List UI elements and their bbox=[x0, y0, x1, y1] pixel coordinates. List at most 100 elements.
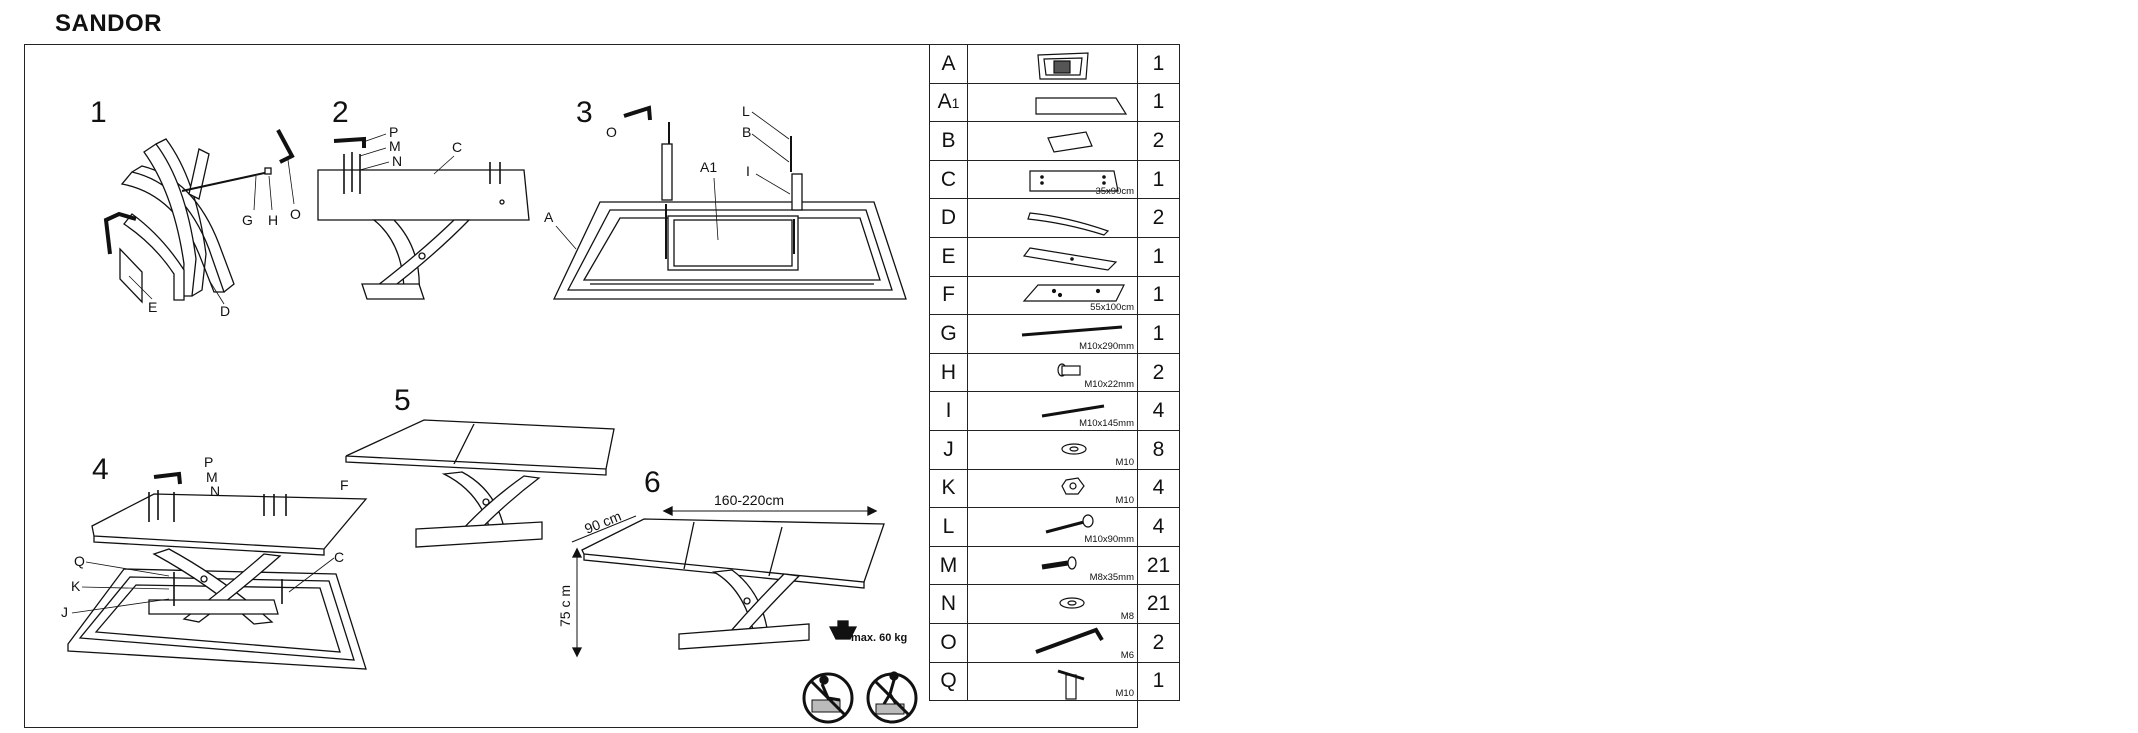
part-image-cell: M10x22mm bbox=[967, 352, 1138, 393]
callout-label: A1 bbox=[700, 159, 717, 175]
assembly-drawings: 1 G H O E D 2 bbox=[24, 44, 929, 728]
part-quantity: 2 bbox=[1152, 360, 1165, 384]
part-letter: F bbox=[942, 283, 955, 307]
part-letter-cell: L bbox=[929, 507, 968, 547]
callout-label: I bbox=[746, 163, 750, 179]
part-quantity: 4 bbox=[1152, 476, 1165, 500]
part-image-cell: M10 bbox=[967, 468, 1138, 509]
part-image-cell: M10 bbox=[967, 429, 1138, 470]
step-4-illustration: 4 P M N F Q K J C bbox=[61, 453, 368, 670]
part-letter: O bbox=[940, 630, 957, 654]
hex-nut-icon bbox=[1061, 476, 1085, 495]
allen-key-o-icon bbox=[276, 129, 295, 164]
part-spec: M8x35mm bbox=[1089, 572, 1134, 584]
part-spec: M10 bbox=[1115, 688, 1134, 700]
part-letter: K bbox=[941, 476, 956, 500]
step-3-illustration: 3 O A1 A L B I bbox=[544, 96, 907, 300]
part-letter: D bbox=[940, 206, 957, 230]
part-spec: M10x290mm bbox=[1079, 340, 1134, 352]
part-image-cell bbox=[967, 198, 1138, 238]
callout-label: A bbox=[544, 209, 554, 225]
washer-icon bbox=[1061, 443, 1087, 455]
part-spec: M10 bbox=[1115, 495, 1134, 507]
part-quantity: 4 bbox=[1152, 514, 1165, 538]
callout-label: D bbox=[220, 303, 230, 319]
callout-label: E bbox=[148, 299, 157, 315]
part-letter-sub: 1 bbox=[951, 95, 960, 112]
part-quantity-cell: 4 bbox=[1137, 468, 1180, 509]
part-quantity-cell: 2 bbox=[1137, 198, 1180, 238]
part-quantity: 1 bbox=[1152, 669, 1165, 693]
part-letter-cell: K bbox=[929, 468, 968, 509]
part-letter-cell: C bbox=[929, 159, 968, 200]
max-load-label: max. 60 kg bbox=[851, 632, 907, 644]
callout-label: 3 bbox=[576, 96, 593, 129]
part-spec: M10x22mm bbox=[1084, 379, 1134, 391]
callout-label: Q bbox=[74, 553, 85, 569]
part-quantity-cell: 1 bbox=[1137, 314, 1180, 354]
part-letter-cell: H bbox=[929, 352, 968, 393]
part-letter: M bbox=[939, 553, 958, 577]
part-quantity: 2 bbox=[1152, 206, 1165, 230]
part-letter-cell: B bbox=[929, 121, 968, 161]
part-spec: M10x90mm bbox=[1084, 533, 1134, 545]
part-image-cell bbox=[967, 44, 1138, 84]
callout-label: J bbox=[61, 604, 68, 620]
callout-label: K bbox=[71, 578, 81, 594]
part-image-cell bbox=[967, 121, 1138, 161]
extension-panel-icon bbox=[1035, 96, 1128, 115]
part-quantity: 1 bbox=[1152, 321, 1165, 345]
part-quantity: 8 bbox=[1152, 437, 1165, 461]
part-quantity-cell: 1 bbox=[1137, 159, 1180, 200]
no-sitting-icon bbox=[802, 672, 854, 724]
part-letter: B bbox=[941, 128, 956, 152]
parts-row: M M8x35mm 21 bbox=[929, 545, 1180, 586]
parts-row: K M10 4 bbox=[929, 468, 1180, 509]
part-quantity-cell: 4 bbox=[1137, 507, 1180, 547]
part-quantity: 21 bbox=[1146, 553, 1171, 577]
part-spec: M8 bbox=[1120, 610, 1134, 622]
part-quantity-cell: 1 bbox=[1137, 82, 1180, 123]
part-letter-cell: J bbox=[929, 429, 968, 470]
step-1-illustration: 1 G H O E D bbox=[90, 96, 301, 319]
callout-label: C bbox=[452, 139, 462, 155]
part-image-cell bbox=[967, 236, 1138, 277]
part-image-cell: M10x145mm bbox=[967, 391, 1138, 431]
part-quantity-cell: 2 bbox=[1137, 121, 1180, 161]
step-1-number: 1 bbox=[90, 96, 107, 129]
part-letter-cell: I bbox=[929, 391, 968, 431]
callout-label: F bbox=[340, 477, 349, 493]
callout-label: P bbox=[389, 124, 398, 140]
part-letter-cell: F bbox=[929, 275, 968, 316]
callout-label: B bbox=[742, 124, 751, 140]
callout-label: L bbox=[742, 103, 750, 119]
part-letter-cell: O bbox=[929, 622, 968, 663]
barrel-nut-h-icon bbox=[264, 167, 272, 175]
callout-label: 5 bbox=[394, 384, 411, 417]
step-2-illustration: 2 P M N C bbox=[317, 96, 530, 300]
part-quantity: 1 bbox=[1152, 244, 1165, 268]
base-plank-icon bbox=[1022, 247, 1118, 271]
step-6-illustration: 6 160-220cm 90 cm 75 c m max. 60 kg bbox=[557, 466, 918, 724]
part-quantity-cell: 8 bbox=[1137, 429, 1180, 470]
panel-f-icon bbox=[1022, 283, 1125, 302]
part-image-cell: M8 bbox=[967, 584, 1138, 624]
part-quantity: 1 bbox=[1152, 167, 1165, 191]
callout-label: P bbox=[204, 454, 213, 470]
part-spec: M10x145mm bbox=[1079, 417, 1134, 429]
part-image-cell: 55x100cm bbox=[967, 275, 1138, 316]
part-letter: N bbox=[940, 592, 957, 616]
part-quantity: 2 bbox=[1152, 128, 1165, 152]
part-letter: Q bbox=[940, 669, 957, 693]
callout-label: 4 bbox=[92, 453, 109, 486]
part-image-cell: 35x90cm bbox=[967, 159, 1138, 200]
part-letter-cell: N bbox=[929, 584, 968, 624]
part-quantity-cell: 1 bbox=[1137, 661, 1180, 702]
